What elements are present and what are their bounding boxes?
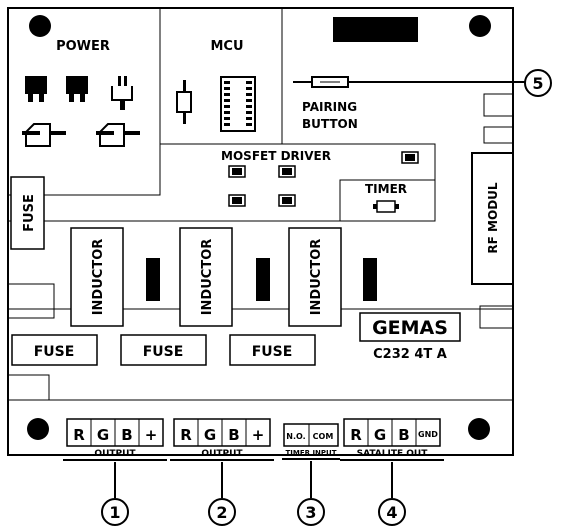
callout-5-number: 5 bbox=[532, 74, 543, 93]
power-regulator-1 bbox=[25, 76, 47, 102]
mosfet-driver-label: MOSFET DRIVER bbox=[221, 149, 331, 163]
power-capacitor-4 bbox=[22, 123, 66, 147]
inductor-capacitor-3 bbox=[363, 258, 377, 301]
pairing-button-label-2: BUTTON bbox=[302, 117, 358, 131]
fuse-vertical bbox=[10, 176, 45, 250]
mosfet-chip-1 bbox=[228, 165, 246, 178]
fuse-1 bbox=[11, 334, 98, 366]
fuse-vertical-label: FUSE bbox=[22, 194, 37, 232]
mounting-hole-bottom-right bbox=[468, 418, 490, 440]
terminal-3-pin-com: COM bbox=[313, 432, 334, 441]
mcu-chip bbox=[220, 76, 256, 132]
terminal-1-label: OUTPUT bbox=[94, 449, 136, 459]
inductor-2 bbox=[179, 227, 233, 327]
mounting-hole-top-right bbox=[469, 15, 491, 37]
terminal-1-pin-g: G bbox=[97, 426, 109, 444]
callout-4: 4 bbox=[378, 462, 406, 526]
terminal-3-pin-no: N.O. bbox=[286, 432, 305, 441]
side-pad-2 bbox=[483, 126, 514, 144]
terminal-1-pin-r: R bbox=[73, 426, 85, 444]
callout-3-number: 3 bbox=[305, 503, 316, 522]
mosfet-chip-2 bbox=[278, 165, 296, 178]
rf-modul-label: RF MODUL bbox=[486, 182, 500, 253]
callout-1: 1 bbox=[101, 462, 129, 526]
fuse-label-3: FUSE bbox=[252, 344, 293, 360]
terminal-2-pin-b: B bbox=[228, 426, 239, 444]
brand-label: GEMAS bbox=[372, 317, 448, 339]
terminal-2-pin-g: G bbox=[204, 426, 216, 444]
power-section-border bbox=[8, 143, 436, 221]
inductor-capacitor-1 bbox=[146, 258, 160, 301]
power-capacitor-3 bbox=[111, 76, 133, 110]
callout-2: 2 bbox=[208, 462, 236, 526]
terminal-1-pin-plus: + bbox=[145, 426, 158, 444]
power-capacitor-5 bbox=[96, 123, 140, 147]
mounting-hole-bottom-left bbox=[27, 418, 49, 440]
timer-chip bbox=[373, 200, 399, 213]
terminal-4-label: SATALITE OUT bbox=[357, 449, 429, 459]
left-pad-1 bbox=[7, 283, 55, 319]
terminal-2-pin-plus: + bbox=[252, 426, 265, 444]
inductor-3 bbox=[288, 227, 342, 327]
mosfet-chip-4 bbox=[278, 194, 296, 207]
model-label: C232 4T A bbox=[373, 347, 447, 362]
inductor-1 bbox=[70, 227, 124, 327]
terminal-output-2: R G B + OUTPUT bbox=[170, 418, 274, 461]
left-pad-2 bbox=[7, 374, 50, 401]
terminal-satalite-out: R G B GND SATALITE OUT bbox=[340, 418, 444, 461]
fuse-label-1: FUSE bbox=[34, 344, 75, 360]
pairing-button-label-1: PAIRING bbox=[302, 100, 357, 114]
power-label: POWER bbox=[56, 39, 110, 54]
mcu-crystal bbox=[176, 80, 192, 124]
mosfet-chip-3 bbox=[228, 194, 246, 207]
antenna-block bbox=[333, 17, 418, 42]
rf-modul bbox=[471, 152, 514, 285]
side-pad-3 bbox=[479, 305, 514, 329]
pairing-button bbox=[293, 76, 525, 88]
fuse-3 bbox=[229, 334, 316, 366]
callout-3: 3 bbox=[297, 461, 325, 526]
terminal-3-label: TIMER INPUT bbox=[285, 449, 336, 457]
inductor-label-1: INDUCTOR bbox=[91, 239, 106, 316]
terminal-4-pin-gnd: GND bbox=[418, 430, 438, 439]
terminal-output-1: R G B + OUTPUT bbox=[63, 418, 167, 461]
terminal-4-pin-g: G bbox=[374, 426, 386, 444]
brand-box bbox=[359, 312, 461, 342]
terminal-2-label: OUTPUT bbox=[201, 449, 243, 459]
callout-2-number: 2 bbox=[216, 503, 227, 522]
callout-1-number: 1 bbox=[109, 503, 120, 522]
terminal-1-pin-b: B bbox=[121, 426, 132, 444]
terminal-2-pin-r: R bbox=[180, 426, 192, 444]
side-pad-1 bbox=[483, 93, 514, 117]
mounting-hole-top-left bbox=[29, 15, 51, 37]
fuse-2 bbox=[120, 334, 207, 366]
timer-label: TIMER bbox=[365, 182, 407, 196]
power-regulator-2 bbox=[66, 76, 88, 102]
inductor-capacitor-2 bbox=[256, 258, 270, 301]
fuse-label-2: FUSE bbox=[143, 344, 184, 360]
terminal-4-pin-r: R bbox=[350, 426, 362, 444]
terminal-4-pin-b: B bbox=[398, 426, 409, 444]
terminal-timer-input: N.O. COM TIMER INPUT bbox=[282, 423, 340, 460]
mcu-label: MCU bbox=[210, 39, 243, 54]
callout-4-number: 4 bbox=[386, 503, 397, 522]
inductor-label-3: INDUCTOR bbox=[309, 239, 324, 316]
timer-chip-top bbox=[401, 151, 419, 164]
inductor-label-2: INDUCTOR bbox=[200, 239, 215, 316]
callout-5: 5 bbox=[524, 69, 552, 97]
